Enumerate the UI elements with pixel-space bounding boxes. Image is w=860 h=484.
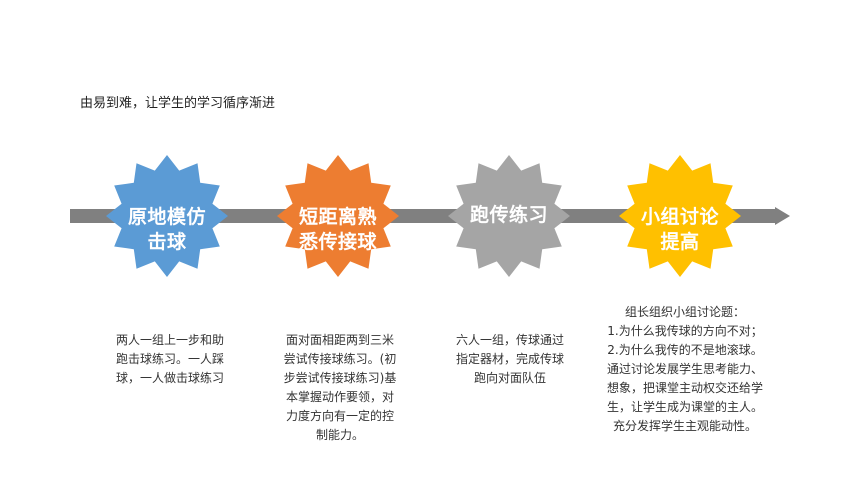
step-1-description: 两人一组上一步和助 跑击球练习。一人踩 球，一人做击球练习 xyxy=(115,333,224,385)
step-4-starburst xyxy=(619,155,741,277)
step-4-title: 小组讨论 提高 xyxy=(640,206,719,253)
step-2-description: 面对面相距两到三米 尝试传接球练习。(初 步尝试传接球练习)基 本掌握动作要领，… xyxy=(283,333,397,442)
step-2-starburst xyxy=(277,155,399,277)
flow-arrow-shaft xyxy=(70,209,775,223)
step-3-starburst xyxy=(448,155,570,277)
step-4-description: 组长组织小组讨论题： 1.为什么我传球的方向不对； 2.为什么我传的不是地滚球。… xyxy=(606,305,763,433)
step-1-starburst xyxy=(106,155,228,277)
step-1-title: 原地模仿 击球 xyxy=(127,206,206,253)
intro-text: 由易到难，让学生的学习循序渐进 xyxy=(80,96,276,111)
step-3-description: 六人一组，传球通过 指定器材，完成传球 跑向对面队伍 xyxy=(455,333,564,385)
step-3-title: 跑传练习 xyxy=(469,204,548,226)
step-2-title: 短距离熟 悉传接球 xyxy=(298,206,377,253)
flow-arrow-head xyxy=(775,207,790,225)
